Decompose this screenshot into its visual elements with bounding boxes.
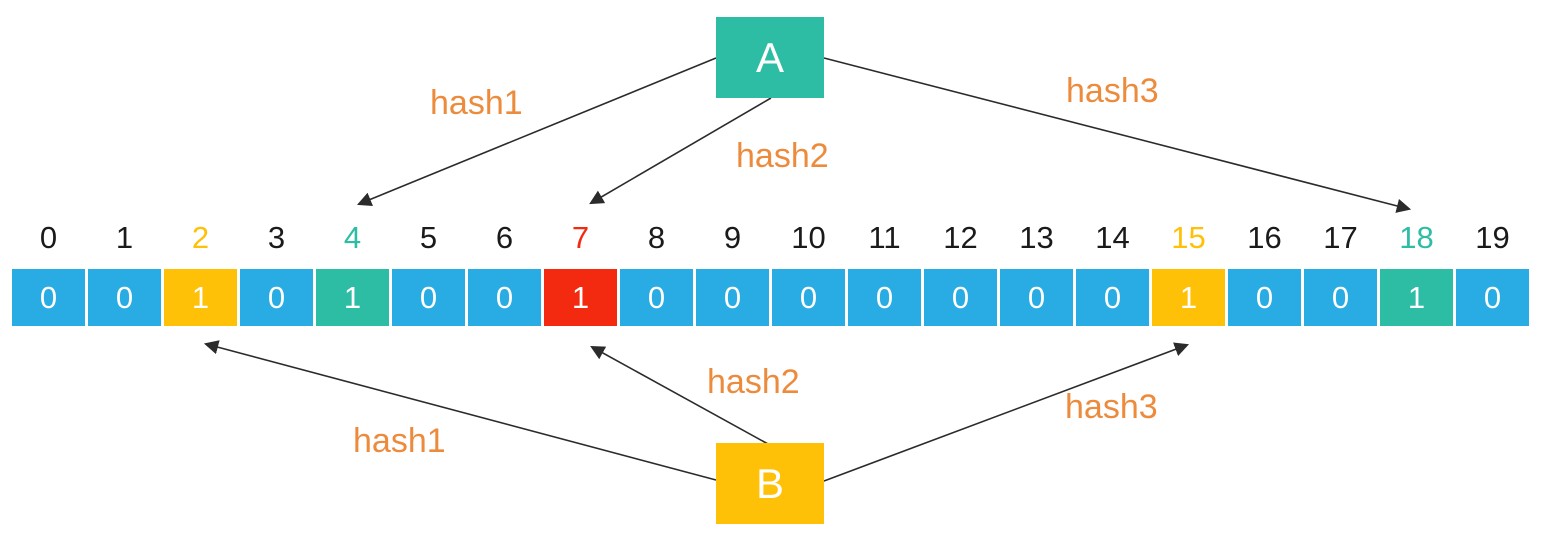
bit-index-2: 2 [191,220,210,255]
hash2-label-top: hash2 [736,137,829,175]
bit-index-12: 12 [943,220,978,255]
bit-index-13: 13 [1019,220,1054,255]
item-b-label: B [755,459,784,507]
bit-index-17: 17 [1323,220,1358,255]
bit-cell-10: 0 [772,269,845,326]
arrow-a-hash1 [357,57,717,207]
bit-index-9: 9 [723,220,742,255]
item-a-box: A [716,17,824,98]
arrow-b-hash1 [203,340,717,481]
bit-cell-12: 0 [924,269,997,326]
hash1-label-bottom: hash1 [353,422,446,460]
bit-cell-9: 0 [696,269,769,326]
bit-cell-8: 0 [620,269,693,326]
bit-index-11: 11 [868,220,901,255]
item-b-box: B [716,443,824,524]
bit-cell-15: 1 [1152,269,1225,326]
item-a-label: A [755,33,784,81]
bit-cell-11: 0 [848,269,921,326]
hash1-label-top: hash1 [430,84,523,122]
bit-index-10: 10 [791,220,826,255]
bit-index-0: 0 [39,220,58,255]
bit-cell-7: 1 [544,269,617,326]
bit-cell-6: 0 [468,269,541,326]
bit-cell-0: 0 [12,269,85,326]
bit-index-7: 7 [571,220,590,255]
bit-index-14: 14 [1095,220,1130,255]
bit-index-8: 8 [647,220,666,255]
bit-cell-14: 0 [1076,269,1149,326]
bit-cell-1: 0 [88,269,161,326]
hash3-label-top: hash3 [1066,72,1159,110]
bit-index-18: 18 [1399,220,1434,255]
bit-cell-19: 0 [1456,269,1529,326]
bit-cell-18: 1 [1380,269,1453,326]
bit-cell-4: 1 [316,269,389,326]
bit-index-1: 1 [115,220,134,255]
bit-cell-2: 1 [164,269,237,326]
bit-cell-16: 0 [1228,269,1301,326]
bit-index-5: 5 [419,220,438,255]
bit-index-4: 4 [343,220,362,255]
bit-cell-5: 0 [392,269,465,326]
hash2-label-bottom: hash2 [707,363,800,401]
bit-index-6: 6 [495,220,514,255]
bit-cell-17: 0 [1304,269,1377,326]
bit-cell-13: 0 [1000,269,1073,326]
bit-cell-3: 0 [240,269,313,326]
bit-index-3: 3 [267,220,286,255]
hash3-label-bottom: hash3 [1065,388,1158,426]
bit-index-16: 16 [1247,220,1282,255]
bit-index-19: 19 [1475,220,1510,255]
bit-index-15: 15 [1171,220,1206,255]
